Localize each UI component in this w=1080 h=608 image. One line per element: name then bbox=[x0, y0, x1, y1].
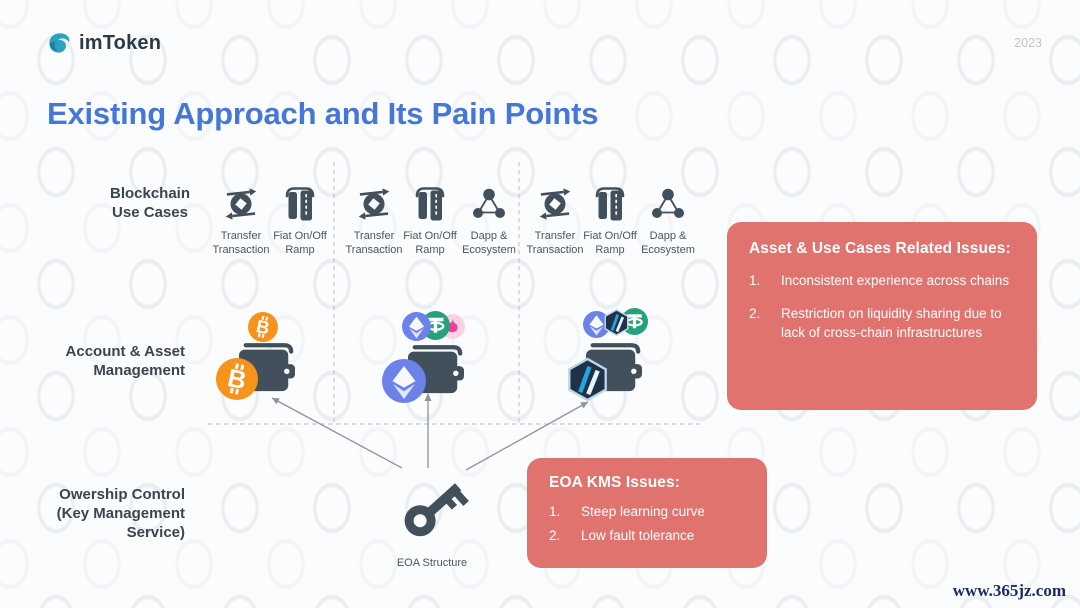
row-label-line: Service) bbox=[126, 523, 185, 541]
use-case-caption: Fiat On/Off Ramp bbox=[403, 230, 457, 257]
use-case-caption: Dapp & Ecosystem bbox=[462, 230, 516, 257]
dapp-ecosystem-icon bbox=[650, 184, 686, 224]
ethereum-coin-icon bbox=[382, 359, 426, 403]
issue-text: Low fault tolerance bbox=[581, 527, 695, 543]
imtoken-logo: imToken bbox=[46, 30, 161, 56]
eoa-key bbox=[390, 468, 474, 557]
use-case-caption: Transfer Transaction bbox=[345, 230, 403, 257]
bitcoin-coin-icon bbox=[216, 358, 258, 400]
issue-item: 1. Inconsistent experience across chains bbox=[749, 271, 1015, 291]
row-label-blockchain-use-cases: Blockchain Use Cases bbox=[85, 185, 215, 223]
watermark-url: www.365jz.com bbox=[952, 581, 1066, 600]
row-label-line: Use Cases bbox=[112, 203, 188, 221]
dapp-ecosystem-icon bbox=[471, 184, 507, 224]
imtoken-swirl-icon bbox=[46, 30, 72, 56]
row-label-line: (Key Management bbox=[56, 504, 185, 522]
use-case-transfer-transaction: Transfer Transaction bbox=[338, 184, 410, 258]
use-case-fiat-ramp: Fiat On/Off Ramp bbox=[394, 184, 466, 258]
wallet-ethereum bbox=[380, 305, 492, 409]
ethereum-coin-icon bbox=[402, 312, 431, 341]
use-case-caption: Transfer Transaction bbox=[212, 230, 270, 257]
wallet-multichain bbox=[562, 303, 674, 407]
issue-number: 2. bbox=[749, 305, 761, 321]
asset-issues-box: Asset & Use Cases Related Issues: 1. Inc… bbox=[727, 222, 1037, 410]
logo-text: imToken bbox=[79, 31, 162, 54]
issue-item: 2. Low fault tolerance bbox=[549, 526, 745, 546]
page-title: Existing Approach and Its Pain Points bbox=[47, 96, 599, 131]
issue-text: Inconsistent experience across chains bbox=[781, 273, 1010, 288]
issue-number: 1. bbox=[549, 504, 561, 519]
use-case-caption: Fiat On/Off Ramp bbox=[273, 230, 327, 257]
key-icon bbox=[390, 468, 474, 552]
issue-text: Steep learning curve bbox=[581, 504, 705, 519]
wallet-bitcoin bbox=[214, 300, 326, 404]
fiat-onoff-ramp-icon bbox=[594, 184, 626, 224]
issues-title: Asset & Use Cases Related Issues: bbox=[749, 240, 1011, 257]
year-label: 2023 bbox=[1014, 36, 1042, 50]
use-case-fiat-ramp: Fiat On/Off Ramp bbox=[574, 184, 646, 258]
row-label-line: Management bbox=[93, 361, 185, 379]
use-case-transfer-transaction: Transfer Transaction bbox=[519, 184, 591, 258]
arbitrum-coin-icon bbox=[564, 356, 611, 403]
transfer-transaction-icon bbox=[221, 184, 261, 224]
issues-title: EOA KMS Issues: bbox=[549, 474, 680, 491]
row-label-line: Blockchain bbox=[109, 185, 191, 202]
row-label-line: Account & Asset bbox=[65, 343, 185, 360]
transfer-transaction-icon bbox=[535, 184, 575, 224]
use-case-caption: Fiat On/Off Ramp bbox=[583, 230, 637, 257]
issues-list: 1. Inconsistent experience across chains… bbox=[749, 271, 1015, 343]
issue-number: 1. bbox=[749, 273, 761, 288]
issue-text: Restriction on liquidity sharing due to … bbox=[781, 305, 1002, 341]
use-case-transfer-transaction: Transfer Transaction bbox=[205, 184, 277, 258]
row-label-line: Owership Control bbox=[59, 486, 185, 503]
eoa-kms-issues-box: EOA KMS Issues: 1. Steep learning curve … bbox=[527, 458, 767, 568]
use-case-fiat-ramp: Fiat On/Off Ramp bbox=[264, 184, 336, 258]
use-case-dapp-ecosystem: Dapp & Ecosystem bbox=[453, 184, 525, 258]
fiat-onoff-ramp-icon bbox=[284, 184, 316, 224]
fiat-onoff-ramp-icon bbox=[414, 184, 446, 224]
issue-number: 2. bbox=[549, 527, 561, 543]
use-case-dapp-ecosystem: Dapp & Ecosystem bbox=[632, 184, 704, 258]
issues-list: 1. Steep learning curve 2. Low fault tol… bbox=[549, 502, 745, 545]
issue-item: 2. Restriction on liquidity sharing due … bbox=[749, 304, 1015, 343]
use-case-caption: Dapp & Ecosystem bbox=[641, 230, 695, 257]
issue-item: 1. Steep learning curve bbox=[549, 502, 745, 522]
eoa-structure-label: EOA Structure bbox=[396, 557, 468, 569]
row-label-ownership-control: Owership Control (Key Management Service… bbox=[20, 486, 185, 542]
transfer-transaction-icon bbox=[354, 184, 394, 224]
use-case-caption: Transfer Transaction bbox=[526, 230, 584, 257]
arbitrum-coin-icon bbox=[602, 308, 631, 337]
row-label-account-asset-management: Account & Asset Management bbox=[30, 343, 185, 381]
